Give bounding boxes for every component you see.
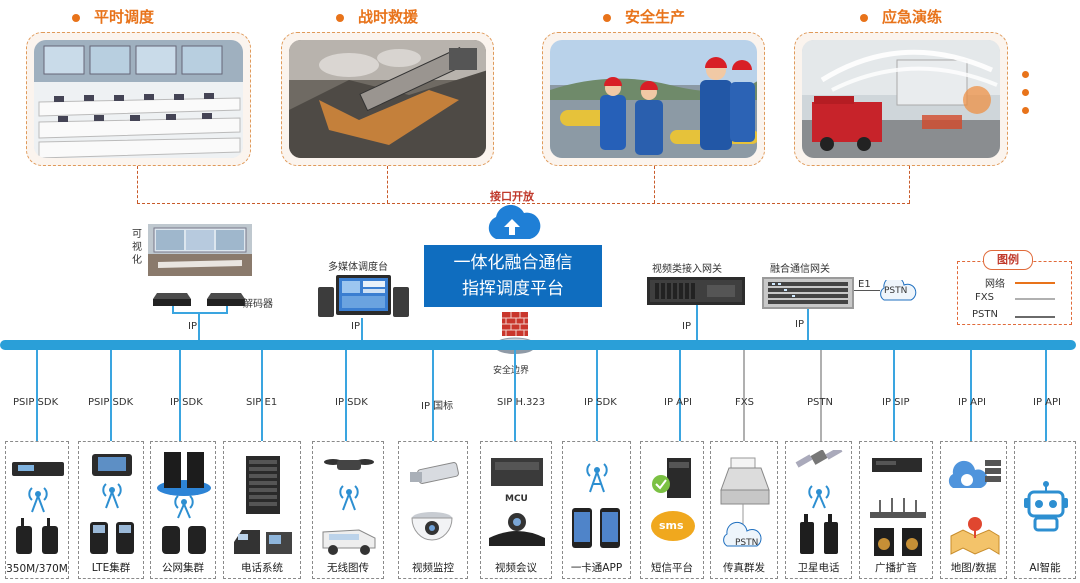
- box-label-ai: AI智能: [1029, 562, 1061, 574]
- box-public-network: 公网集群: [150, 441, 216, 579]
- link-label-3: IP SDK: [170, 397, 203, 408]
- link-label-4: SIP E1: [246, 397, 278, 408]
- scenario-image-dispatch: [26, 32, 251, 166]
- link-label-2: PSIP SDK: [88, 397, 134, 408]
- box-label-broadcast: 广播扩音: [875, 562, 917, 574]
- ip-label-video-gateway: IP: [682, 321, 691, 332]
- box-label-satellite-phone: 卫星电话: [797, 562, 840, 574]
- pstn-cloud-label: PSTN: [884, 286, 908, 296]
- legend-item-fxs: FXS: [975, 292, 994, 303]
- box-video-monitoring: 视频监控: [398, 441, 468, 579]
- more-dot-1: [1022, 71, 1029, 78]
- legend-title: 图例: [983, 250, 1033, 270]
- ip-label-fusion-gateway: IP: [795, 319, 804, 330]
- open-interface-label: 接口开放: [490, 190, 534, 203]
- link-label-14: IP API: [1033, 397, 1061, 408]
- link-label-6: IP 国标: [421, 401, 454, 412]
- box-label-sms-platform: 短信平台: [651, 562, 693, 574]
- box-label-map-data: 地图/数据: [950, 562, 997, 574]
- visualization-label: 可视化: [132, 229, 142, 266]
- e1-label: E1: [858, 279, 871, 290]
- more-dot-2: [1022, 89, 1029, 96]
- central-platform: 一体化融合通信 指挥调度平台: [424, 245, 602, 307]
- box-label-wireless-video: 无线图传: [327, 562, 369, 574]
- video-gateway-icon: [647, 277, 745, 309]
- link-label-13: IP API: [958, 397, 986, 408]
- box-fax: PSTN 传真群发: [710, 441, 778, 579]
- cloud-upload-icon: [482, 204, 542, 245]
- box-label-video-conference: 视频会议: [495, 562, 537, 574]
- decoder-label: 解码器: [243, 299, 273, 310]
- link-label-5: IP SDK: [335, 397, 368, 408]
- box-wireless-video: 无线图传: [312, 441, 384, 579]
- link-label-7: SIP H.323: [497, 397, 546, 408]
- link-label-11: PSTN: [807, 397, 833, 408]
- scenario-title-4: 应急演练: [860, 6, 942, 27]
- scenario-title-1: 平时调度: [72, 6, 154, 27]
- scenario-title-3: 安全生产: [603, 6, 685, 27]
- fusion-gateway-label: 融合通信网关: [770, 264, 830, 275]
- video-wall-icon: [148, 224, 252, 280]
- box-label-one-card-app: 一卡通APP: [570, 562, 623, 574]
- box-ai: AI智能: [1014, 441, 1076, 579]
- mcu-label: MCU: [505, 494, 528, 504]
- decoder-icon-1: [153, 292, 191, 311]
- box-label-350m: 350M/370M: [6, 563, 68, 575]
- scenario-image-drill: [794, 32, 1008, 166]
- scenario-title-2: 战时救援: [336, 6, 418, 27]
- firewall-icon: [502, 312, 528, 340]
- more-dot-3: [1022, 107, 1029, 114]
- box-label-fax: 传真群发: [723, 562, 765, 574]
- video-gateway-label: 视频类接入网关: [652, 264, 722, 275]
- link-label-1: PSIP SDK: [13, 397, 59, 408]
- legend-item-pstn: PSTN: [972, 309, 998, 320]
- fax-pstn-label: PSTN: [735, 538, 759, 548]
- link-label-12: IP SIP: [882, 397, 910, 408]
- box-broadcast: 广播扩音: [859, 441, 933, 579]
- fusion-gateway-icon: [762, 277, 854, 313]
- box-satellite-phone: 卫星电话: [785, 441, 852, 579]
- sms-icon-label: sms: [659, 519, 684, 532]
- security-border-label: 安全边界: [493, 366, 530, 376]
- box-sms-platform: sms 短信平台: [640, 441, 704, 579]
- scenario-image-safety: [542, 32, 765, 166]
- legend-item-network: 网络: [985, 279, 1005, 290]
- box-telephone: 电话系统: [223, 441, 301, 579]
- multimedia-console-icon: [316, 275, 411, 325]
- scenario-image-rescue: [281, 32, 494, 166]
- ip-label-decoder: IP: [188, 321, 197, 332]
- ip-label-console: IP: [351, 321, 360, 332]
- box-label-public-network: 公网集群: [162, 562, 204, 574]
- link-label-8: IP SDK: [584, 397, 617, 408]
- box-lte: LTE集群: [78, 441, 144, 579]
- box-video-conference: MCU 视频会议: [480, 441, 552, 579]
- multimedia-console-label: 多媒体调度台: [328, 262, 388, 273]
- decoder-icon-2: [207, 292, 245, 311]
- box-label-lte: LTE集群: [91, 562, 131, 574]
- link-label-9: IP API: [664, 397, 692, 408]
- link-label-10: FXS: [735, 397, 754, 408]
- box-one-card-app: 一卡通APP: [562, 441, 631, 579]
- box-map-data: 地图/数据: [940, 441, 1007, 579]
- box-label-telephone: 电话系统: [241, 562, 283, 574]
- box-350m: 350M/370M: [5, 441, 69, 579]
- network-bus: [0, 340, 1076, 350]
- box-label-video-monitoring: 视频监控: [412, 562, 454, 574]
